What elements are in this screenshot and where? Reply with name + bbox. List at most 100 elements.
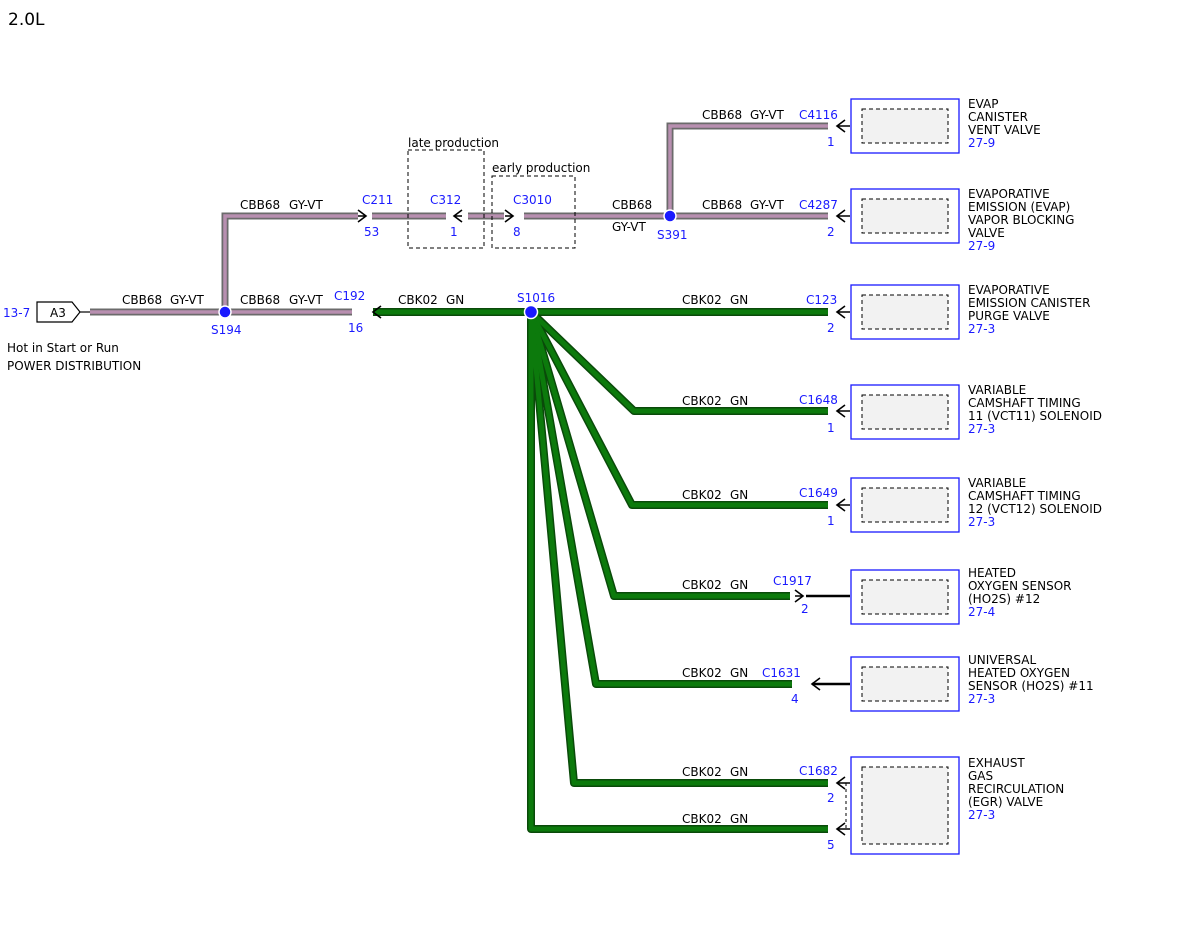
wire-circuit: CBB68: [612, 198, 652, 212]
wire-circuit: CBK02: [682, 812, 722, 826]
wire-circuit: CBB68: [702, 198, 742, 212]
component-name-line: HEATED OXYGEN: [968, 666, 1070, 680]
component-box[interactable]: [850, 656, 960, 712]
c1631-arrow: [810, 677, 821, 691]
c192-arrow: [371, 305, 382, 319]
c1917-arrow: [794, 589, 805, 603]
connector-c3010-pin: 8: [513, 225, 521, 239]
component-box[interactable]: [850, 477, 960, 533]
component-evap-canister-vent-valve: C4116 1 EVAP CANISTER VENT VALVE 27-9: [799, 97, 1041, 150]
component-name-line: EVAP: [968, 97, 998, 111]
wire-color: GN: [730, 578, 748, 592]
component-box[interactable]: [850, 98, 960, 154]
component-box[interactable]: [850, 569, 960, 625]
connector-label[interactable]: C1917: [773, 574, 812, 588]
connector-c312-label[interactable]: C312: [430, 193, 461, 207]
component-page-ref[interactable]: 27-9: [968, 239, 995, 253]
c123-arrow: [835, 305, 850, 319]
component-box[interactable]: [850, 188, 960, 244]
wire-circuit: CBK02: [682, 578, 722, 592]
component-page-ref[interactable]: 27-3: [968, 515, 995, 529]
component-name-line: HEATED: [968, 566, 1016, 580]
c1682-arrow-a: [835, 776, 850, 790]
component-name-line: RECIRCULATION: [968, 782, 1064, 796]
wire-circuit: CBK02: [682, 488, 722, 502]
splice-s1016-dot: [523, 304, 539, 320]
component-name-line: 12 (VCT12) SOLENOID: [968, 502, 1102, 516]
source-page-ref[interactable]: 13-7: [3, 306, 30, 320]
splice-s194-label[interactable]: S194: [211, 323, 242, 337]
c3010-arrow: [504, 209, 515, 223]
connector-label[interactable]: C1648: [799, 393, 838, 407]
late-production-label: late production: [408, 136, 499, 150]
component-name-line: UNIVERSAL: [968, 653, 1036, 667]
component-page-ref[interactable]: 27-3: [968, 422, 995, 436]
component-box[interactable]: [850, 384, 960, 440]
component-name-line: EVAPORATIVE: [968, 187, 1050, 201]
connector-c211-label[interactable]: C211: [362, 193, 393, 207]
wire-circuit: CBK02: [398, 293, 438, 307]
component-evap-vapor-blocking-valve: C4287 2 EVAPORATIVE EMISSION (EVAP) VAPO…: [799, 187, 1074, 253]
component-name-line: PURGE VALVE: [968, 309, 1050, 323]
component-name-line: CANISTER: [968, 110, 1028, 124]
connector-pin: 1: [827, 135, 835, 149]
wire-color: GN: [730, 666, 748, 680]
gn-wires: [373, 308, 828, 833]
component-vct11-solenoid: CBK02 GN C1648 1 VARIABLE CAMSHAFT TIMIN…: [682, 383, 1102, 436]
wire-color: GN: [730, 765, 748, 779]
c1649-arrow: [835, 498, 850, 512]
connector-label[interactable]: C4287: [799, 198, 838, 212]
component-page-ref[interactable]: 27-3: [968, 808, 995, 822]
splice-s1016-label[interactable]: S1016: [517, 291, 555, 305]
component-name-line: EMISSION (EVAP): [968, 200, 1070, 214]
c1682-arrow-b: [835, 822, 850, 836]
connector-pin: 1: [827, 514, 835, 528]
component-page-ref[interactable]: 27-4: [968, 605, 995, 619]
source-pin-tag: [36, 301, 81, 323]
wire-circuit: CBK02: [682, 666, 722, 680]
connector-label[interactable]: C1631: [762, 666, 801, 680]
wire-circuit: CBB68: [702, 108, 742, 122]
component-name-line: SENSOR (HO2S) #11: [968, 679, 1094, 693]
connector-c192-label[interactable]: C192: [334, 289, 365, 303]
page-title: 2.0L: [8, 10, 45, 30]
connector-label[interactable]: C123: [806, 293, 837, 307]
component-evap-canister-purge-valve: CBK02 GN C123 2 EVAPORATIVE EMISSION CAN…: [682, 283, 1090, 336]
source-desc-1: Hot in Start or Run: [7, 341, 119, 355]
wire-color: GY-VT: [612, 220, 646, 234]
component-name-line: CAMSHAFT TIMING: [968, 489, 1081, 503]
connector-label[interactable]: C4116: [799, 108, 838, 122]
component-name-line: VAPOR BLOCKING: [968, 213, 1074, 227]
splice-s391-label[interactable]: S391: [657, 228, 688, 242]
connector-label[interactable]: C1682: [799, 764, 838, 778]
component-name-line: VENT VALVE: [968, 123, 1041, 137]
component-page-ref[interactable]: 27-3: [968, 692, 995, 706]
connector-c192-pin: 16: [348, 321, 363, 335]
component-name-line: 11 (VCT11) SOLENOID: [968, 409, 1102, 423]
connector-arrows: [357, 119, 850, 836]
splice-s391-dot: [663, 209, 677, 223]
c4116-arrow: [835, 119, 850, 133]
component-page-ref[interactable]: 27-3: [968, 322, 995, 336]
component-box[interactable]: [850, 284, 960, 340]
c211-arrow: [357, 209, 368, 223]
splice-s194-dot: [218, 305, 232, 319]
component-box[interactable]: [850, 756, 960, 855]
component-name-line: VARIABLE: [968, 476, 1026, 490]
component-boxes: [850, 98, 960, 855]
wire-color: GN: [730, 488, 748, 502]
connector-c312-pin: 1: [450, 225, 458, 239]
wire-circuit: CBB68: [240, 198, 280, 212]
connector-c211-pin: 53: [364, 225, 379, 239]
component-page-ref[interactable]: 27-9: [968, 136, 995, 150]
late-production-box: [407, 149, 485, 249]
wire-circuit: CBK02: [682, 394, 722, 408]
component-name-line: EVAPORATIVE: [968, 283, 1050, 297]
wire-color: GY-VT: [750, 108, 784, 122]
component-name-line: VARIABLE: [968, 383, 1026, 397]
component-ho2s-12: CBK02 GN C1917 2 HEATED OXYGEN SENSOR (H…: [682, 566, 1071, 619]
connector-c3010-label[interactable]: C3010: [513, 193, 552, 207]
connector-label[interactable]: C1649: [799, 486, 838, 500]
source-desc-2: POWER DISTRIBUTION: [7, 359, 141, 373]
wire-color: GN: [730, 812, 748, 826]
